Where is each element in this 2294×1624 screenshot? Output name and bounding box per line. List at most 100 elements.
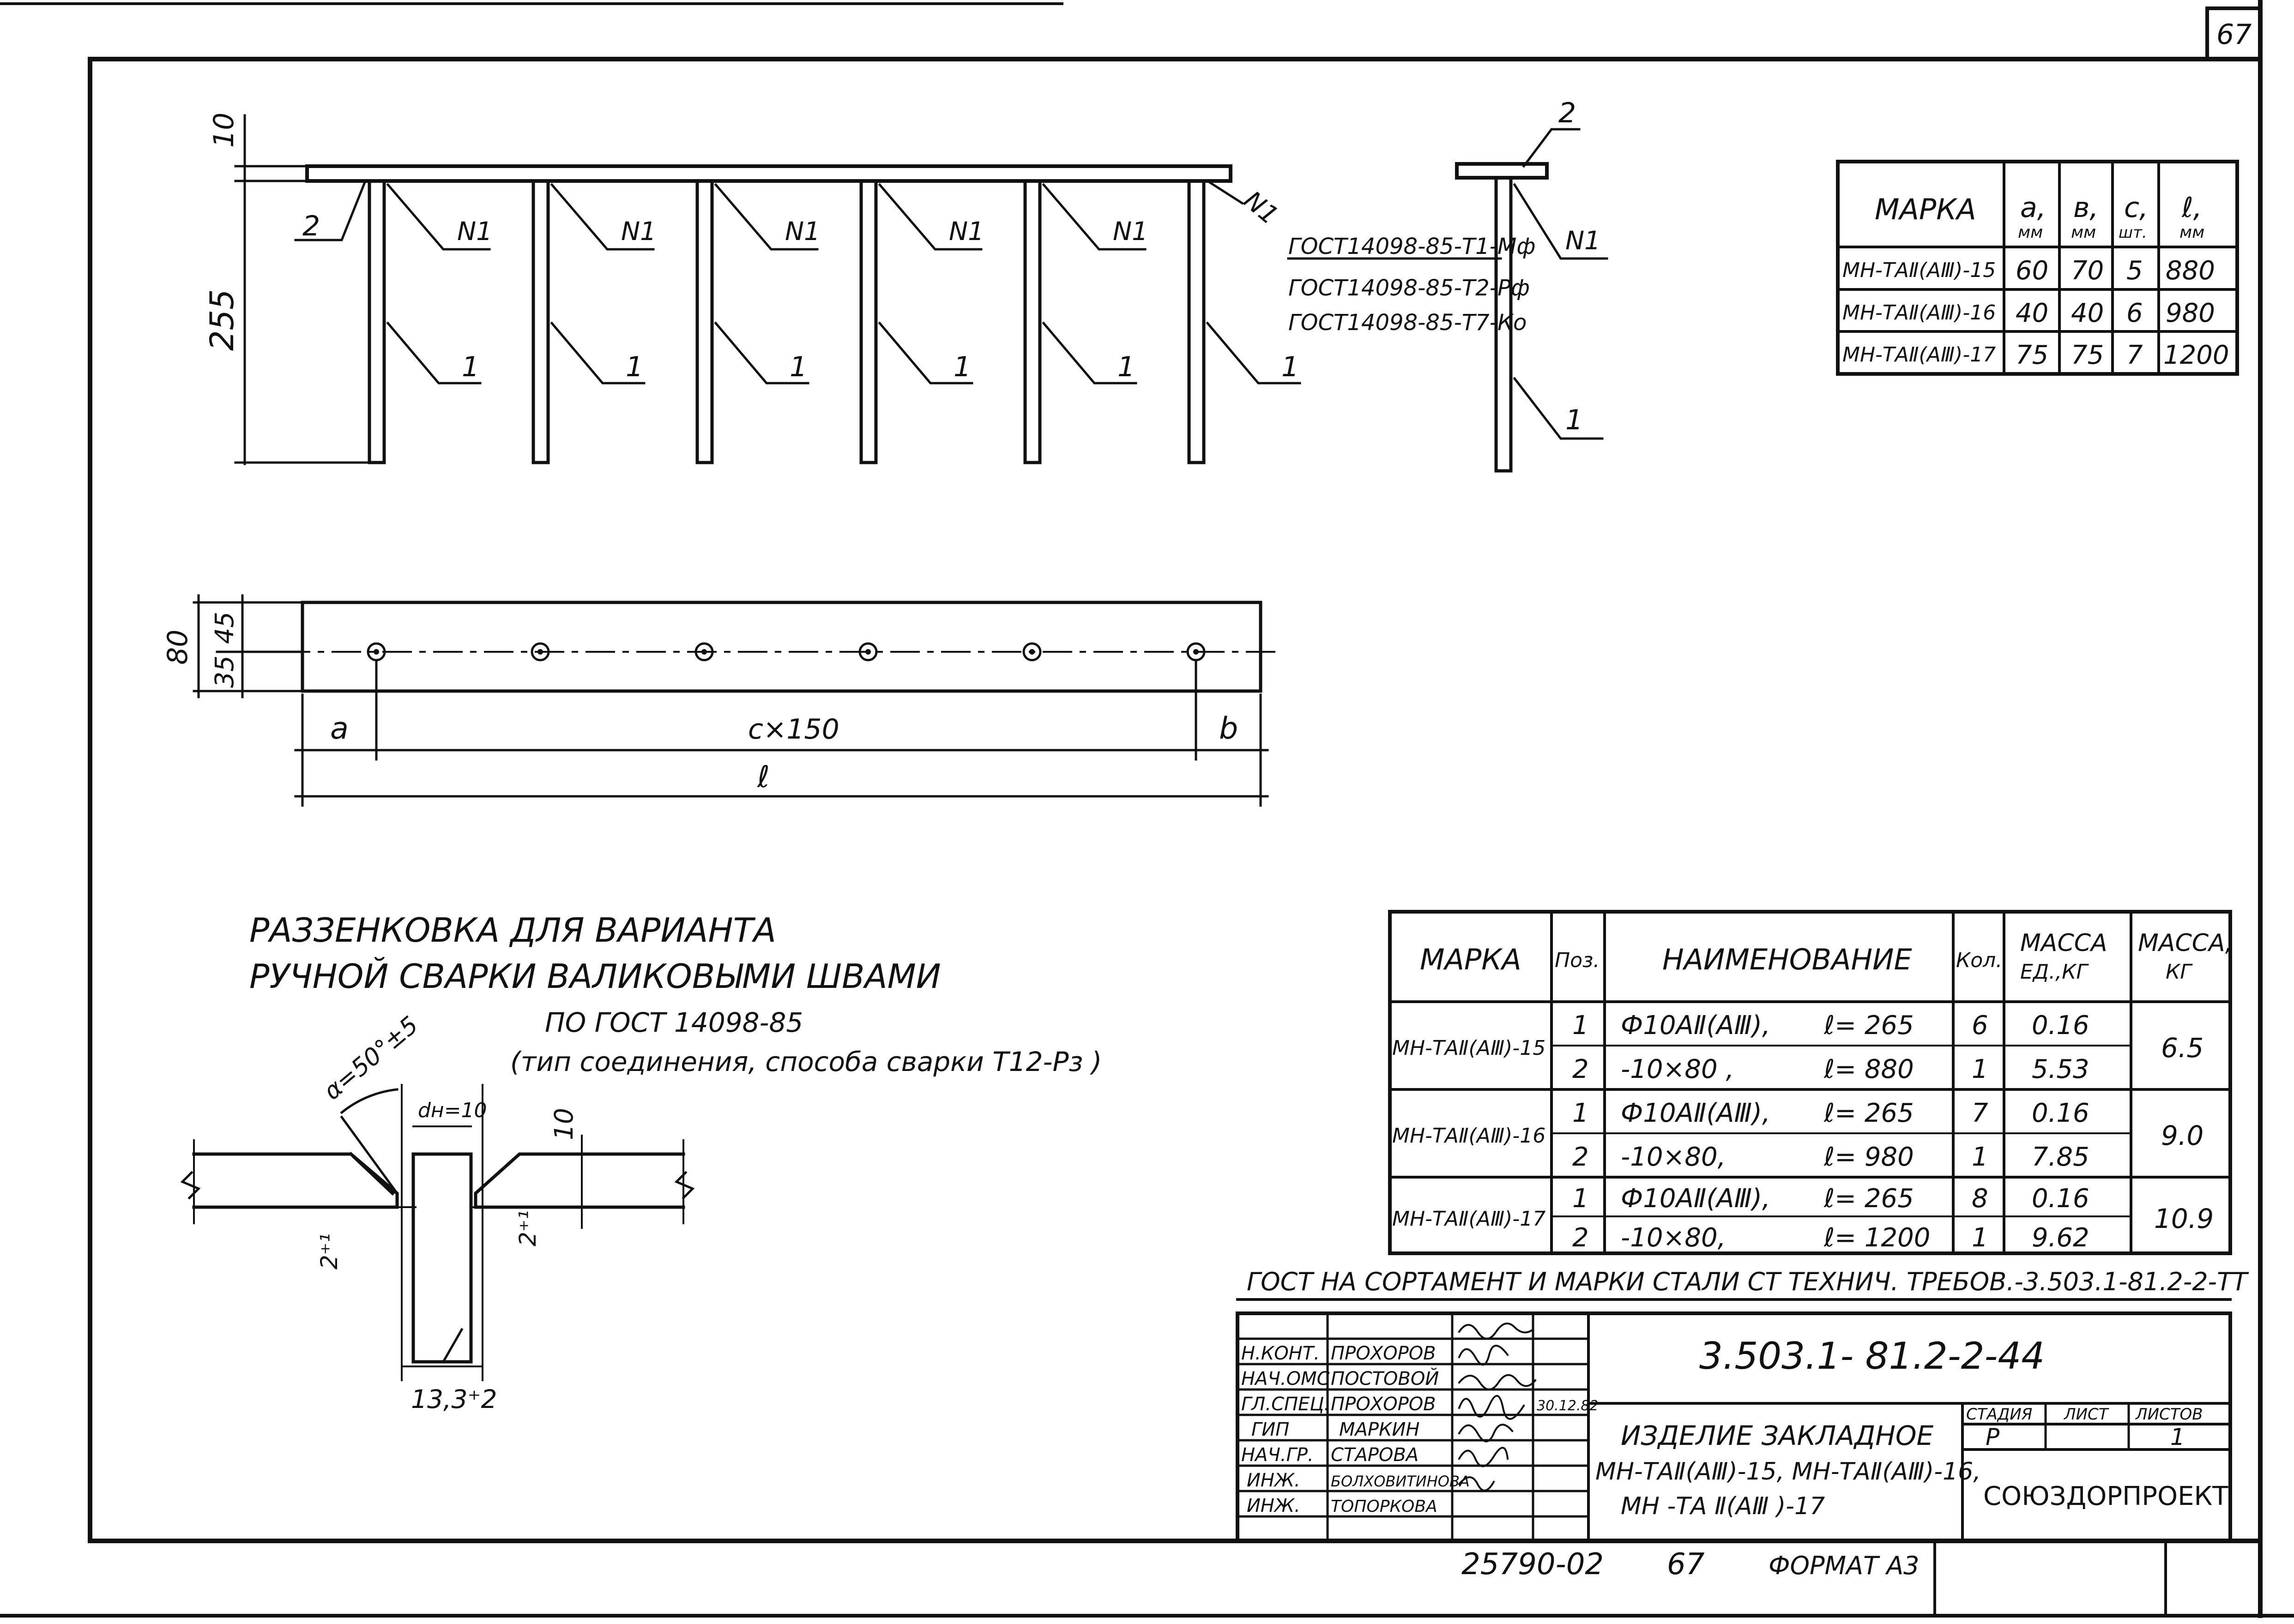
spec-cell: Ф10АⅡ(АⅢ), [1621, 1010, 1770, 1041]
dims-header-l: ℓ, [2181, 192, 2202, 224]
pos-label: 1 [790, 351, 807, 383]
pos-label: 1 [1281, 351, 1299, 383]
pos-label: N1 [457, 217, 492, 246]
archive-sheet: 67 [1667, 1547, 1705, 1582]
dims-cell: 75 [2071, 340, 2104, 370]
tb-date: 30.12.82 [1537, 1398, 1599, 1414]
dims-header-c-unit: шт. [2119, 223, 2147, 242]
tb-name: ПОСТОВОЙ [1331, 1367, 1439, 1389]
spec-table: МАРКА Поз. НАИМЕНОВАНИЕ Кол. МАССА ЕД.,К… [1247, 910, 2249, 1296]
dims-cell: 7 [2126, 340, 2143, 370]
dims-header-a-unit: мм [2018, 223, 2043, 242]
dim-edge-a: 35 [210, 656, 239, 688]
spec-cell: 1 [1972, 1142, 1988, 1172]
spec-cell: 1 [1572, 1098, 1589, 1128]
spec-cell: 0.16 [2032, 1098, 2089, 1128]
spec-mark: МН-ТАⅡ(АⅢ)-17 [1392, 1207, 1545, 1231]
spec-cell: 0.16 [2032, 1184, 2089, 1214]
dims-header-mark: МАРКА [1875, 192, 1976, 226]
tb-sheets: 1 [2170, 1424, 2185, 1450]
pos-label: N1 [785, 217, 820, 246]
weld-title-3: ПО ГОСТ 14098-85 [545, 1007, 803, 1038]
bottom-strip: 25790-02 67 ФОРМАТ А3 [1461, 1547, 1920, 1582]
dims-cell: 5 [2126, 256, 2143, 286]
spec-header-mass: МАССА, [2138, 929, 2233, 957]
spec-mark: МН-ТАⅡ(АⅢ)-15 [1392, 1036, 1545, 1060]
weld-gap-left: 2⁺¹ [316, 1233, 343, 1269]
spec-cell: 1 [1972, 1054, 1988, 1084]
archive-number: 25790-02 [1461, 1547, 1604, 1582]
tb-sheets-header: ЛИСТОВ [2135, 1405, 2203, 1424]
tb-role: ИНЖ. [1247, 1470, 1300, 1491]
tb-product-3: МН -ТА Ⅱ(АⅢ )-17 [1621, 1492, 1825, 1520]
spec-header-unit-mass-2: ЕД.,КГ [2020, 960, 2089, 984]
spec-total: 6.5 [2161, 1032, 2203, 1064]
dims-header-l-unit: мм [2179, 223, 2204, 242]
pos-label: 1 [1117, 351, 1135, 383]
spec-cell: -10×80, [1621, 1223, 1726, 1253]
tb-doc-code: 3.503.1- 81.2-2-44 [1699, 1335, 2045, 1377]
weld-note: ГОСТ14098-85-Т7-Ко [1288, 310, 1527, 336]
spec-cell: 7.85 [2032, 1142, 2089, 1172]
spec-total: 9.0 [2161, 1120, 2203, 1151]
dims-cell: МН-ТАⅡ(АⅢ)-17 [1842, 343, 1996, 367]
plan-view: 80 35 45 a c×150 b ℓ [162, 594, 1285, 807]
spec-header-unit-mass: МАССА [2020, 929, 2107, 957]
weld-detail: РАЗЗЕНКОВКА ДЛЯ ВАРИАНТА РУЧНОЙ СВАРКИ В… [180, 911, 1102, 1414]
tb-name: ПРОХОРОВ [1331, 1394, 1436, 1415]
spec-cell: 8 [1972, 1184, 1988, 1214]
tb-role: НАЧ.ОМС [1241, 1368, 1330, 1389]
spec-cell: -10×80, [1621, 1142, 1726, 1172]
side-label: 2 [1558, 97, 1576, 129]
spec-cell: ℓ= 880 [1823, 1054, 1914, 1084]
dim-plate-thickness: 10 [208, 113, 240, 148]
spec-cell: ℓ= 265 [1823, 1010, 1914, 1041]
bar-holes [367, 642, 1206, 662]
spec-cell: 2 [1572, 1054, 1589, 1084]
pos-label: N1 [949, 217, 984, 246]
spec-cell: 6 [1972, 1010, 1988, 1041]
dims-cell: МН-ТАⅡ(АⅢ)-15 [1842, 259, 1996, 282]
side-view: 2 N1 1 [1455, 97, 1608, 473]
tb-name: МАРКИН [1339, 1419, 1419, 1440]
spec-cell: 7 [1972, 1098, 1988, 1128]
dim-length-label: ℓ [757, 760, 770, 794]
dims-header-b-unit: мм [2071, 223, 2096, 242]
weld-title-1: РАЗЗЕНКОВКА ДЛЯ ВАРИАНТА [249, 911, 776, 950]
spec-cell: 2 [1572, 1142, 1589, 1172]
tb-role: НАЧ.ГР. [1241, 1444, 1314, 1466]
weld-width: 13,3⁺2 [411, 1384, 497, 1414]
weld-plate-thickness: 10 [549, 1108, 579, 1140]
dims-header-c: с, [2124, 192, 2148, 224]
weld-note: ГОСТ14098-85-Т1-Мф [1288, 234, 1535, 259]
weld-title-2: РУЧНОЙ СВАРКИ ВАЛИКОВЫМИ ШВАМИ [249, 957, 941, 996]
dim-bar-height: 255 [203, 289, 241, 351]
weld-bar-dia: dн=10 [418, 1099, 487, 1122]
dims-cell: 40 [2016, 298, 2048, 328]
title-block: Н.КОНТ. ПРОХОРОВ НАЧ.ОМС ПОСТОВОЙ ГЛ.СПЕ… [1236, 1298, 2232, 1543]
spec-cell: 1 [1572, 1184, 1589, 1214]
gost-note: ГОСТ НА СОРТАМЕНТ И МАРКИ СТАЛИ СТ ТЕХНИ… [1247, 1267, 2249, 1296]
dim-b-label: b [1219, 711, 1238, 746]
tb-sheet-header: ЛИСТ [2063, 1405, 2109, 1424]
sheet-format: ФОРМАТ А3 [1769, 1551, 1920, 1580]
spec-cell: 1 [1972, 1223, 1988, 1253]
spec-cell: ℓ= 980 [1823, 1142, 1914, 1172]
tb-stage: Р [1986, 1424, 2000, 1450]
dims-cell: 75 [2016, 340, 2048, 370]
pos-label: 1 [626, 351, 643, 383]
spec-total: 10.9 [2154, 1203, 2214, 1234]
pos-label: 2 [302, 210, 320, 242]
pos-label: 1 [462, 351, 479, 383]
spec-header-pos: Поз. [1555, 949, 1600, 972]
pos-label: N1 [1238, 185, 1284, 230]
dims-cell: 1200 [2163, 340, 2229, 370]
tb-name: ТОПОРКОВА [1331, 1497, 1437, 1516]
tb-role: ГИП [1251, 1419, 1289, 1440]
spec-cell: 9.62 [2032, 1223, 2089, 1253]
dims-header-b: в, [2073, 192, 2098, 224]
tb-name: СТАРОВА [1331, 1444, 1419, 1466]
dims-cell: 980 [2166, 298, 2215, 328]
